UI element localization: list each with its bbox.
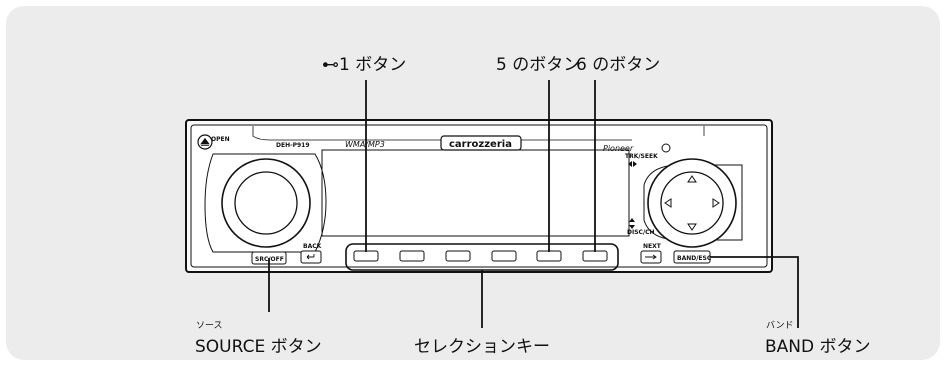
brand-label: carrozzeria (449, 139, 512, 150)
formats-label: WMA/MP3 (345, 140, 385, 149)
joystick-inner (660, 171, 724, 235)
model-label: DEH-P919 (276, 142, 310, 149)
faceplate-inner (190, 124, 768, 268)
disc-ch-label: DISC/CH (627, 229, 655, 236)
preset-1-button (353, 250, 379, 262)
preset-6-button (582, 250, 608, 262)
callout-band-button: BAND ボタン (765, 337, 871, 357)
volume-knob-inner (234, 171, 298, 235)
next-label: NEXT (643, 243, 662, 250)
joystick-down-icon (687, 223, 697, 231)
preset-2-button (399, 250, 425, 262)
source-ruby: ソース (196, 321, 223, 331)
open-label: OPEN (211, 136, 230, 143)
preset-5-button (536, 250, 562, 262)
callout-1-button-text: 1 ボタン (339, 55, 407, 75)
band-esc-label: BAND/ESC (677, 255, 712, 262)
joystick-right-icon (712, 198, 720, 208)
callout-1-button: ⊷1 ボタン (322, 50, 406, 75)
callout-5-button: 5 のボタン (496, 55, 581, 75)
pioneer-label: Pioneer (603, 144, 634, 153)
key-icon: ⊷ (322, 55, 339, 75)
band-ruby: バンド (766, 321, 794, 331)
preset-3-button (445, 250, 471, 262)
trk-seek-label: TRK/SEEK (625, 153, 658, 160)
callout-6-button: 6 のボタン (576, 55, 661, 75)
joystick-left-icon (664, 198, 672, 208)
joystick-up-icon (687, 175, 697, 183)
callout-source-button: SOURCE ボタン (195, 337, 322, 357)
back-label: BACK (303, 243, 322, 250)
preset-4-button (491, 250, 517, 262)
leader-lines (268, 80, 799, 328)
callout-selection-keys: セレクションキー (414, 337, 550, 357)
carrozzeria-logo (440, 135, 522, 151)
